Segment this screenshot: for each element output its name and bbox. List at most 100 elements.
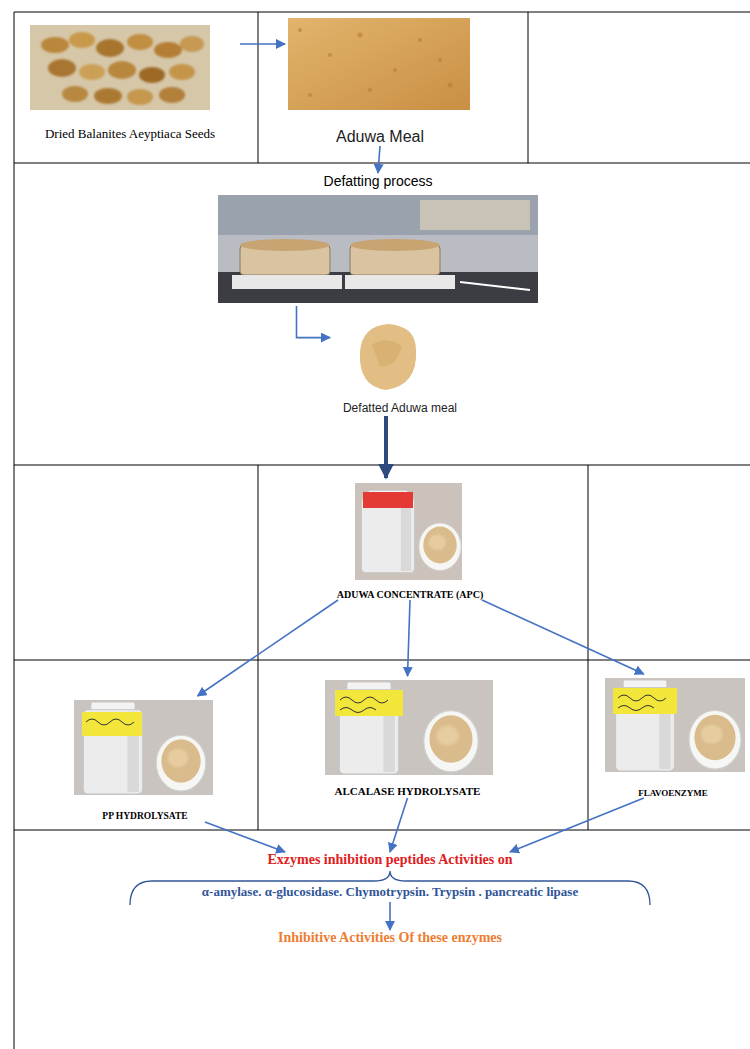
lab-box (420, 200, 530, 230)
photo-caption: ALCALASE HYDROLYSATE (335, 785, 481, 798)
connector-group (198, 44, 644, 930)
bottle-label (613, 688, 677, 714)
photo-ground (30, 25, 210, 110)
speckle (438, 58, 442, 62)
handwriting-scribble (340, 697, 388, 713)
flow-arrow (297, 306, 331, 338)
photo-ground (218, 195, 538, 303)
grid-line (14, 465, 750, 466)
photo-ground (325, 680, 493, 775)
grid-line (14, 163, 750, 164)
handwriting-scribble (618, 695, 666, 711)
seed (48, 59, 76, 77)
meal-heap (360, 324, 416, 390)
meal-shade (372, 340, 402, 366)
grid-line (14, 660, 750, 661)
bottle (361, 490, 414, 572)
seed (94, 88, 122, 104)
flow-arrow (390, 798, 408, 852)
seed (62, 86, 88, 102)
grid-line (14, 12, 15, 1049)
step-heading: Defatting process (324, 173, 433, 189)
grid-line (258, 465, 259, 660)
speckle (298, 28, 302, 32)
photo-caption: Dried Balanites Aeyptiaca Seeds (45, 127, 215, 142)
photo-panel: α-amylase. α-glucosidase. Chymotrypsin. … (140, 885, 640, 902)
grid-line (14, 12, 750, 13)
seed (127, 34, 153, 50)
speckle (368, 88, 372, 92)
speckle (448, 83, 453, 88)
photo-panel: ALCALASE HYDROLYSATE (315, 676, 500, 798)
photo-caption: Defatted Aduwa meal (343, 402, 457, 416)
photo-panel: Defatted Aduwa meal (330, 318, 470, 416)
grid-line (14, 830, 750, 831)
beaker-top (240, 239, 330, 251)
flow-arrow (482, 600, 644, 674)
photo-caption: Aduwa Meal (336, 128, 424, 146)
grid-line (258, 12, 259, 163)
photo-ground (74, 700, 213, 795)
enzyme-list: α-amylase. α-glucosidase. Chymotrypsin. … (202, 885, 578, 900)
defatted-meal-photo (357, 322, 418, 392)
seed (108, 61, 136, 79)
speckle (308, 93, 312, 97)
table-grid (14, 12, 750, 1049)
photo-panel: Aduwa Meal (285, 16, 475, 146)
meal-photo (288, 18, 470, 110)
sample-dish (156, 735, 206, 791)
seed (139, 67, 165, 83)
section-heading: Exzymes inhibition peptides Activities o… (267, 852, 512, 868)
flavoenzyme-photo (605, 678, 745, 772)
flow-arrow (205, 822, 285, 852)
pp-photo (74, 700, 213, 795)
seed (159, 87, 185, 103)
speckle (418, 38, 422, 42)
flow-arrow (198, 600, 339, 696)
seed (96, 39, 124, 57)
photo-panel: FLAVOENZYME (600, 674, 746, 798)
defatting-photo (218, 195, 538, 303)
photo-panel: Inhibitive Activities Of these enzymes (240, 930, 540, 949)
sample-dish (424, 711, 478, 772)
photo-panel: ADUWA CONCENTRATE (APC) (330, 478, 490, 600)
lab-bench (218, 272, 538, 303)
photo-panel: Defatting process (215, 173, 541, 306)
photo-panel: Dried Balanites Aeyptiaca Seeds (20, 22, 240, 142)
bottle-label (363, 492, 413, 508)
lab-wall (218, 195, 538, 235)
seed-group (41, 32, 204, 105)
speckle (328, 53, 332, 57)
seed (180, 36, 204, 52)
stirrer (232, 275, 342, 289)
sample-dish (419, 523, 461, 571)
flow-arrow (389, 902, 391, 930)
flow-arrow (378, 146, 380, 173)
handwriting-scribble (86, 719, 134, 725)
speckle (393, 68, 397, 72)
flow-arrow (384, 416, 388, 478)
seed (41, 37, 69, 53)
bottle-label (335, 690, 403, 716)
seed (169, 64, 195, 80)
seed (154, 42, 182, 58)
photo-ground (357, 322, 418, 392)
grouping-brace (130, 871, 650, 905)
stirrer (345, 275, 455, 289)
photo-caption: FLAVOENZYME (638, 788, 708, 798)
apc-photo (355, 483, 462, 580)
seeds-photo (30, 25, 210, 110)
beaker-top (350, 239, 440, 251)
sample-dish (689, 710, 741, 769)
photo-caption: PP HYDROLYSATE (102, 811, 187, 822)
seed (69, 32, 95, 48)
result-heading: Inhibitive Activities Of these enzymes (278, 930, 502, 946)
alcalase-photo (325, 680, 493, 775)
meal-speckles (298, 28, 453, 97)
grid-line (588, 660, 589, 830)
flow-arrow (408, 600, 411, 676)
speckle (358, 33, 363, 38)
grid-line (588, 465, 589, 660)
photo-ground (605, 678, 745, 772)
